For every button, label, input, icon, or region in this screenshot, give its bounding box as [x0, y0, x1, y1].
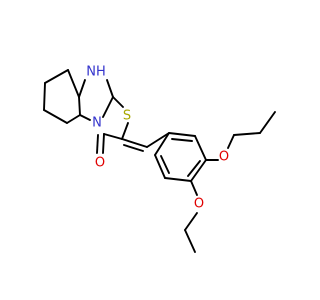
bond: [43, 82, 46, 111]
bond: [121, 138, 148, 148]
bond: [190, 180, 198, 196]
bond: [233, 132, 261, 136]
bond: [227, 134, 235, 149]
bond: [44, 69, 69, 84]
bond: [184, 229, 196, 253]
bond: [187, 160, 201, 177]
bond: [171, 138, 193, 142]
bond: [102, 96, 114, 118]
molecule-canvas: NH S N O O O: [43, 64, 276, 253]
atom-labels: NH S N O O O: [86, 65, 229, 212]
bond: [154, 132, 170, 156]
bond: [123, 144, 144, 152]
bond: [78, 96, 81, 116]
bond: [259, 111, 276, 134]
bond: [79, 114, 91, 121]
bond: [66, 114, 81, 124]
bond: [154, 154, 166, 179]
bond: [112, 96, 124, 108]
bond: [103, 133, 123, 140]
atom-label-nh: NH: [86, 65, 106, 80]
bond: [106, 79, 114, 98]
atom-label-o-carbonyl: O: [95, 156, 105, 171]
molecule-structure: NH S N O O O: [43, 65, 276, 253]
atom-label-o-ethoxy: O: [194, 197, 204, 212]
bond: [184, 212, 198, 231]
bond: [194, 135, 207, 161]
atom-label-o-propoxy: O: [219, 150, 229, 165]
bond: [164, 177, 192, 182]
bond: [102, 133, 105, 154]
bond: [96, 134, 99, 154]
bond: [121, 122, 129, 140]
atom-label-s: S: [123, 109, 131, 124]
bond: [190, 159, 207, 182]
bonds: [43, 69, 276, 253]
bond: [67, 69, 80, 98]
bond: [168, 132, 196, 137]
atom-label-n: N: [92, 116, 102, 131]
bond: [78, 79, 86, 98]
bond: [43, 109, 68, 124]
bond: [146, 132, 170, 148]
bond: [160, 155, 170, 174]
